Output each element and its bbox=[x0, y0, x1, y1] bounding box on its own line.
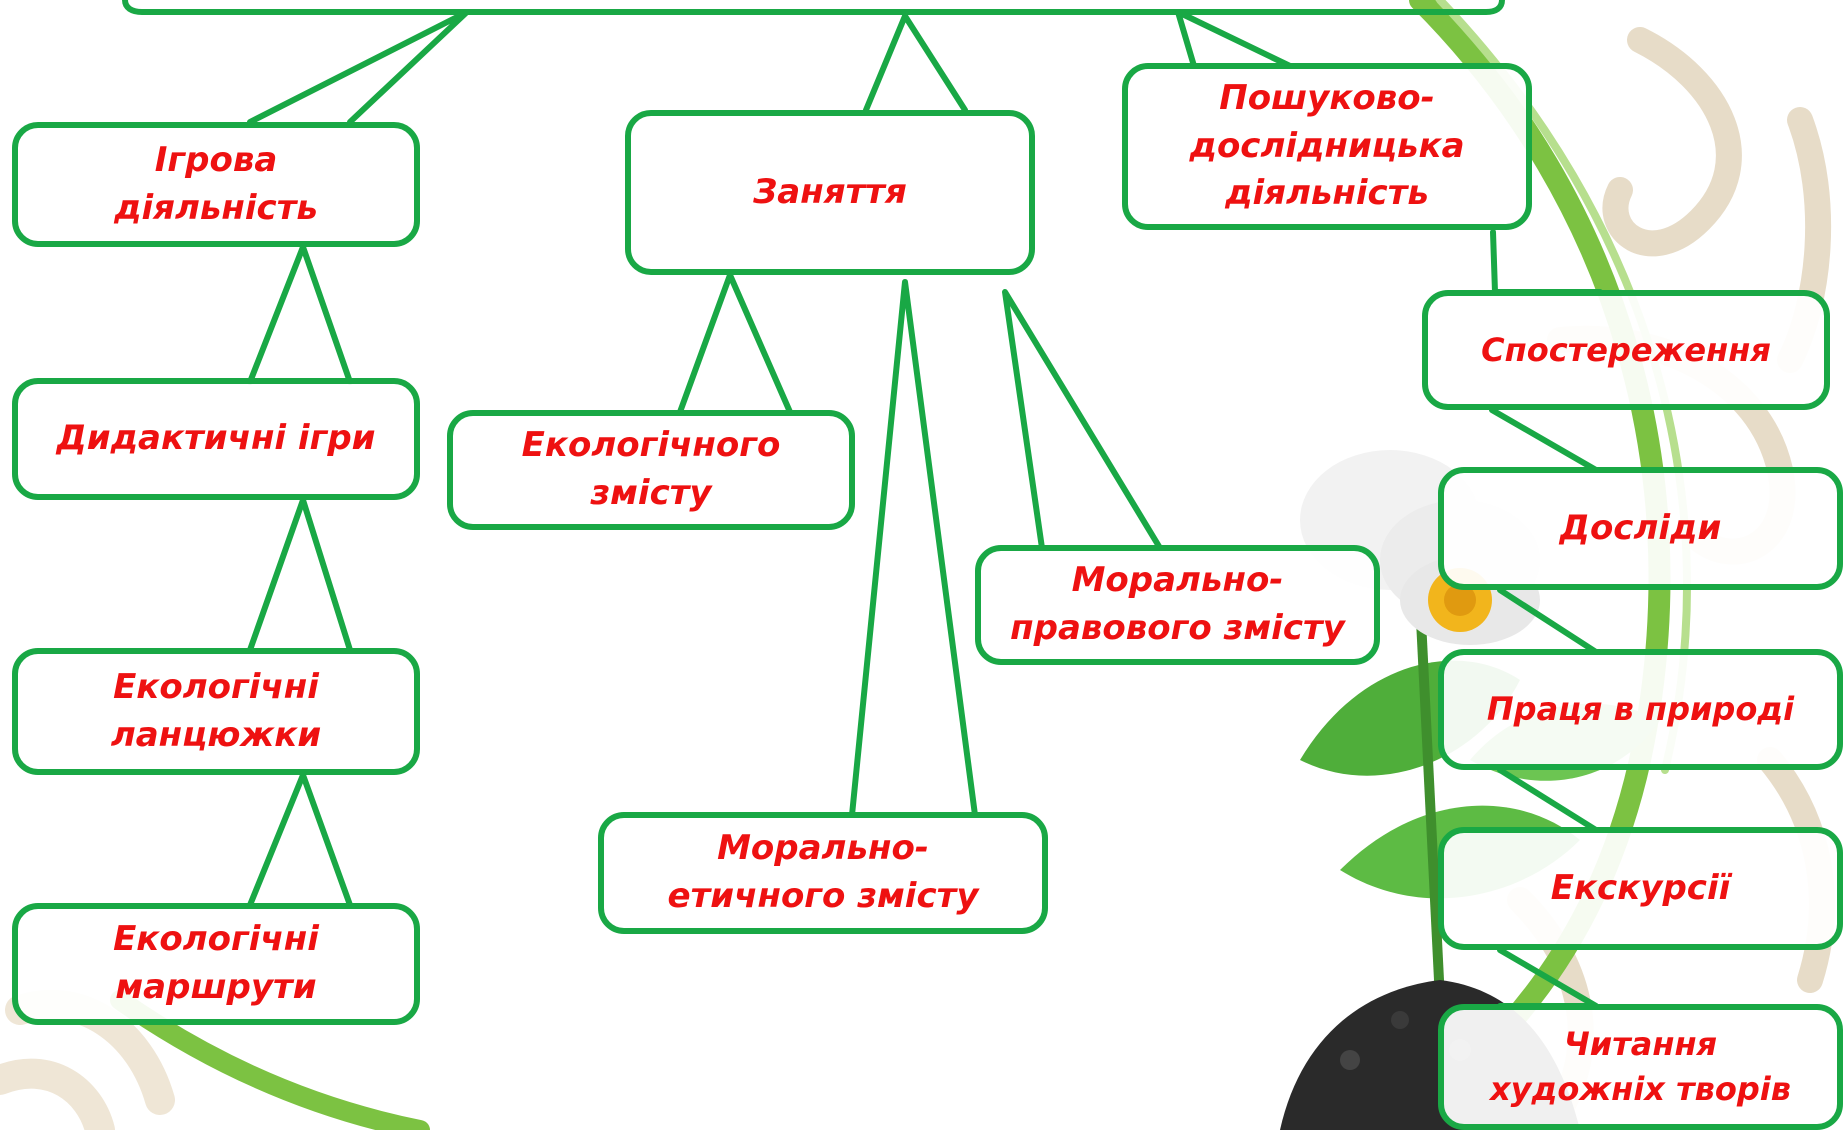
connector-lessons-to-moral-legal bbox=[1005, 292, 1160, 548]
node-moral-legal-content: Морально- правового змісту bbox=[975, 545, 1380, 665]
node-nature-work: Праця в природі bbox=[1438, 649, 1843, 770]
node-reading-fiction: Читання художніх творів bbox=[1438, 1004, 1843, 1130]
connector-experiments-to-nature-work bbox=[1500, 590, 1596, 652]
connector-top-to-research bbox=[1178, 12, 1290, 66]
connector-didactic-to-chains bbox=[250, 500, 350, 650]
connector-excursions-to-reading bbox=[1500, 950, 1596, 1006]
connector-chains-to-routes bbox=[250, 775, 350, 905]
node-experiments: Досліди bbox=[1438, 467, 1843, 590]
node-ecological-content: Екологічного змісту bbox=[447, 410, 855, 530]
connector-observation-to-experiments bbox=[1492, 410, 1596, 470]
connector-game-to-didactic bbox=[250, 247, 350, 382]
node-observation: Спостереження bbox=[1422, 290, 1830, 410]
node-didactic-games: Дидактичні ігри bbox=[12, 378, 420, 500]
node-ecological-routes: Екологічні маршрути bbox=[12, 903, 420, 1025]
top-bar-edge bbox=[125, 0, 1502, 12]
connector-top-to-game-activity bbox=[250, 12, 467, 122]
node-research-activity: Пошуково- дослідницька діяльність bbox=[1122, 63, 1532, 230]
node-ecological-chains: Екологічні ланцюжки bbox=[12, 648, 420, 775]
connector-research-to-observation bbox=[1493, 232, 1600, 292]
node-game-activity: Ігрова діяльність bbox=[12, 122, 420, 247]
connector-lessons-to-moral-ethical bbox=[852, 282, 975, 815]
connector-nature-work-to-excursions bbox=[1500, 770, 1596, 830]
node-lessons: Заняття bbox=[625, 110, 1035, 275]
connector-top-to-lessons bbox=[866, 16, 965, 110]
node-excursions: Екскурсії bbox=[1438, 827, 1843, 950]
connector-lessons-to-ecological bbox=[680, 275, 790, 412]
node-moral-ethical-content: Морально- етичного змісту bbox=[598, 812, 1048, 934]
